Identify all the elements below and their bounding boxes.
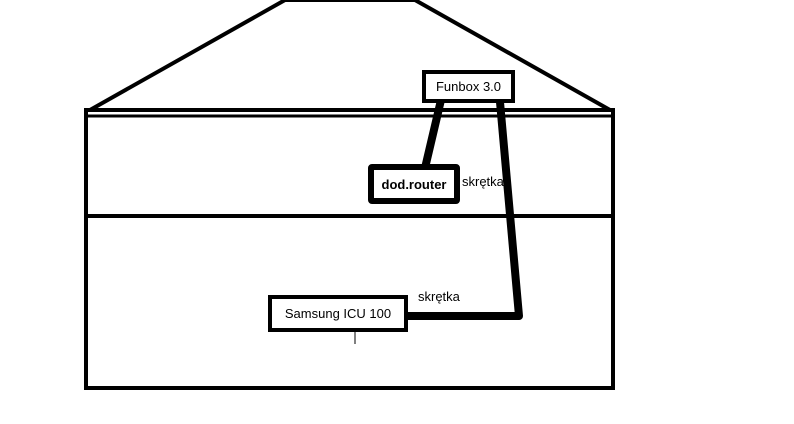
router-node: dod.router [368,164,460,204]
samsung-node: Samsung ICU 100 [268,295,408,332]
samsung-label: Samsung ICU 100 [284,306,392,321]
roof-outline [89,0,611,112]
upper-cable-label: skrętka [462,174,504,189]
house-walls [84,108,615,390]
cable-funbox-samsung [406,101,523,320]
funbox-label: Funbox 3.0 [435,79,502,94]
funbox-node: Funbox 3.0 [422,70,515,103]
cable-funbox-router [421,96,445,172]
router-label: dod.router [381,176,447,192]
lower-cable-label: skrętka [418,289,460,304]
